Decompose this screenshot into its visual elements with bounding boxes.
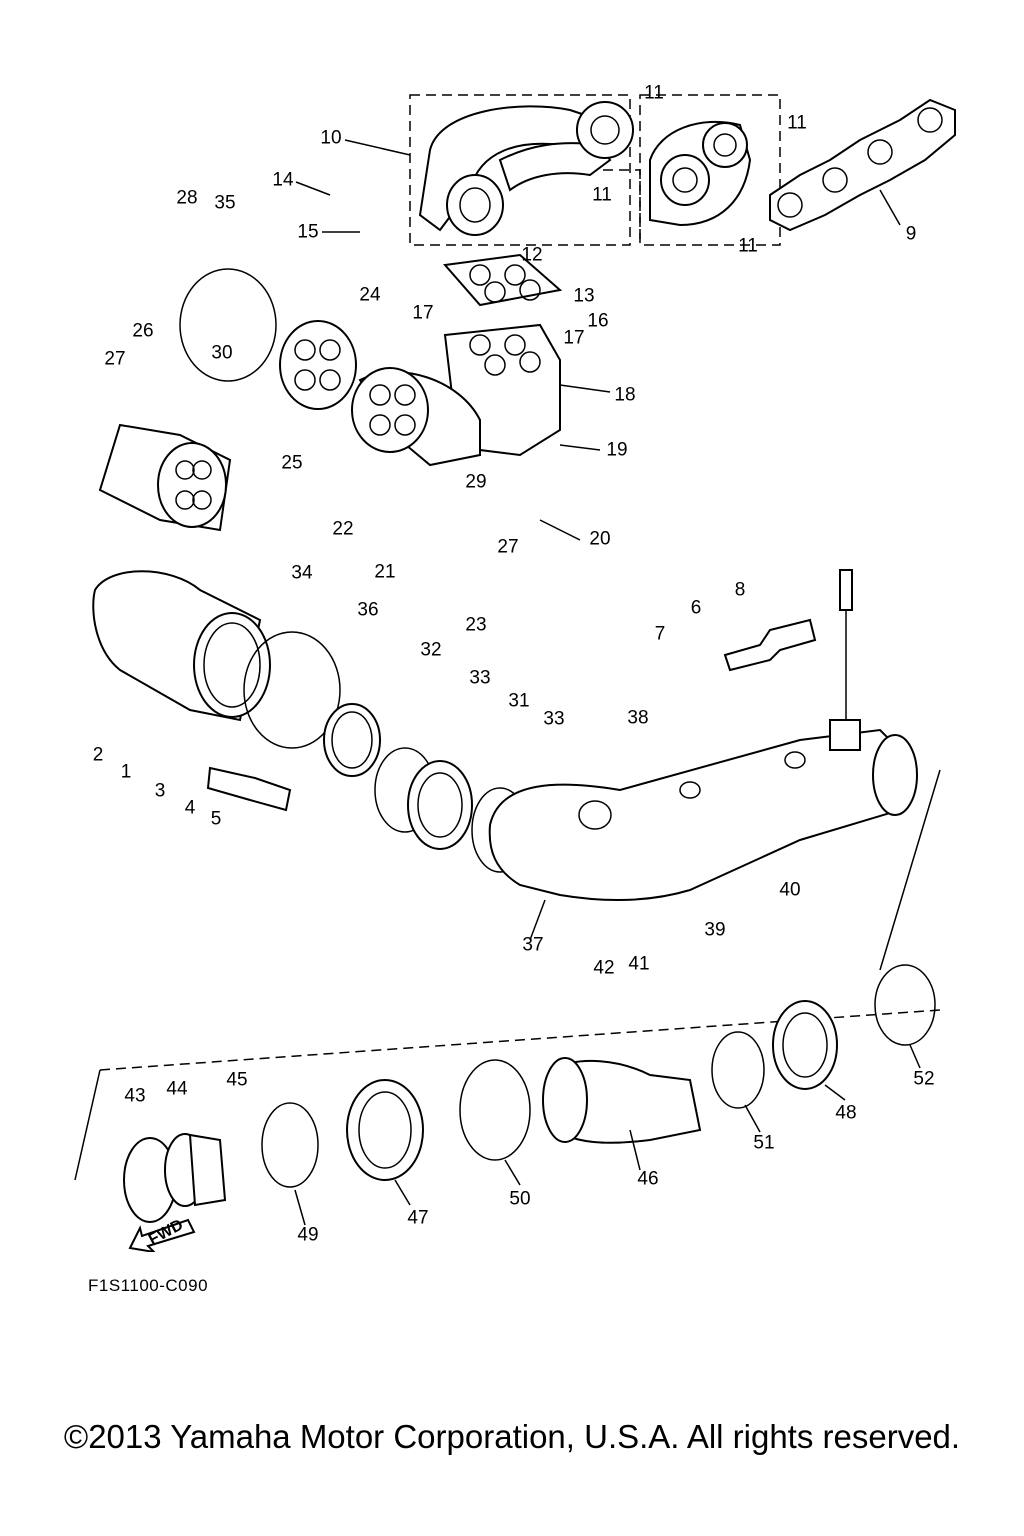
leader-lines bbox=[294, 139, 921, 1226]
callout-6: 6 bbox=[690, 597, 702, 619]
forward-arrow: FWD bbox=[128, 1217, 196, 1254]
copyright-notice: ©2013 Yamaha Motor Corporation, U.S.A. A… bbox=[63, 1418, 961, 1455]
callout-17: 17 bbox=[412, 302, 434, 324]
callout-45: 45 bbox=[226, 1069, 248, 1091]
callout-12: 12 bbox=[521, 244, 543, 266]
callout-1: 1 bbox=[120, 761, 132, 783]
exhaust-outlet-43-44 bbox=[123, 1133, 227, 1223]
callout-35: 35 bbox=[214, 192, 236, 214]
gasket-9 bbox=[769, 98, 956, 232]
exhaust-manifold-right bbox=[649, 120, 752, 227]
muffler-25 bbox=[98, 423, 232, 532]
callout-3: 3 bbox=[154, 780, 166, 802]
callout-42: 42 bbox=[593, 957, 615, 979]
callout-36: 36 bbox=[357, 599, 379, 621]
callout-43: 43 bbox=[124, 1085, 146, 1107]
pipe-46 bbox=[542, 1057, 702, 1144]
callout-22: 22 bbox=[332, 518, 354, 540]
callout-47: 47 bbox=[407, 1207, 429, 1229]
callout-7: 7 bbox=[654, 623, 666, 645]
callout-27: 27 bbox=[497, 536, 519, 558]
callout-17: 17 bbox=[563, 327, 585, 349]
callout-33: 33 bbox=[469, 667, 491, 689]
callout-34: 34 bbox=[291, 562, 313, 584]
callout-16: 16 bbox=[587, 310, 609, 332]
diagram-code: F1S1100-C090 bbox=[88, 1276, 209, 1295]
callout-25: 25 bbox=[281, 452, 303, 474]
callout-41: 41 bbox=[628, 953, 650, 975]
callout-13: 13 bbox=[573, 285, 595, 307]
temp-sensor bbox=[829, 569, 861, 751]
callout-9: 9 bbox=[905, 223, 917, 245]
hose-clamp-36 bbox=[243, 631, 341, 749]
callout-11: 11 bbox=[738, 235, 758, 257]
callout-50: 50 bbox=[509, 1188, 531, 1210]
callout-20: 20 bbox=[589, 528, 611, 550]
callout-11: 11 bbox=[787, 112, 807, 134]
callout-39: 39 bbox=[704, 919, 726, 941]
callout-8: 8 bbox=[734, 579, 746, 601]
callout-10: 10 bbox=[320, 127, 342, 149]
callout-23: 23 bbox=[465, 614, 487, 636]
hose-fitting-6 bbox=[723, 618, 817, 672]
callout-5: 5 bbox=[210, 808, 222, 830]
callout-18: 18 bbox=[614, 384, 636, 406]
callout-11: 11 bbox=[644, 82, 664, 104]
ring-32 bbox=[323, 703, 381, 777]
fwd-arrow-icon bbox=[128, 1218, 196, 1254]
exhaust-manifold-10 bbox=[418, 101, 634, 236]
separator-upper bbox=[99, 1009, 941, 1071]
callout-24: 24 bbox=[359, 284, 381, 306]
callout-44: 44 bbox=[166, 1078, 188, 1100]
callout-33: 33 bbox=[543, 708, 565, 730]
callout-31: 31 bbox=[508, 690, 530, 712]
callout-2: 2 bbox=[92, 744, 104, 766]
callout-48: 48 bbox=[835, 1102, 857, 1124]
joint-47 bbox=[346, 1079, 424, 1181]
callout-14: 14 bbox=[272, 169, 294, 191]
callout-46: 46 bbox=[637, 1168, 659, 1190]
callout-26: 26 bbox=[132, 320, 154, 342]
callout-21: 21 bbox=[374, 561, 396, 583]
hose-4 bbox=[206, 766, 292, 812]
joint-48 bbox=[772, 1000, 838, 1090]
callout-37: 37 bbox=[522, 934, 544, 956]
callout-28: 28 bbox=[176, 187, 198, 209]
hose-clamp-51 bbox=[711, 1031, 765, 1109]
callout-32: 32 bbox=[420, 639, 442, 661]
gasket-16 bbox=[443, 253, 563, 307]
callout-49: 49 bbox=[297, 1224, 319, 1246]
callout-30: 30 bbox=[211, 342, 233, 364]
callout-40: 40 bbox=[779, 879, 801, 901]
hose-clamp-49 bbox=[261, 1102, 319, 1188]
callout-15: 15 bbox=[297, 221, 319, 243]
callout-27: 27 bbox=[104, 348, 126, 370]
callout-51: 51 bbox=[753, 1132, 775, 1154]
callout-4: 4 bbox=[184, 797, 196, 819]
hose-clamp-50 bbox=[459, 1059, 531, 1161]
callout-52: 52 bbox=[913, 1068, 935, 1090]
band-clamp-35 bbox=[179, 268, 277, 382]
callout-29: 29 bbox=[465, 471, 487, 493]
exhaust-elbow bbox=[351, 367, 481, 467]
hose-clamp-52 bbox=[874, 964, 936, 1046]
callout-11: 11 bbox=[592, 184, 612, 206]
gasket-24 bbox=[279, 320, 357, 410]
muffler-chamber-34 bbox=[92, 570, 271, 722]
callout-38: 38 bbox=[627, 707, 649, 729]
callout-19: 19 bbox=[606, 439, 628, 461]
manifold-group-outline bbox=[409, 94, 781, 246]
water-lock-37 bbox=[488, 728, 918, 901]
